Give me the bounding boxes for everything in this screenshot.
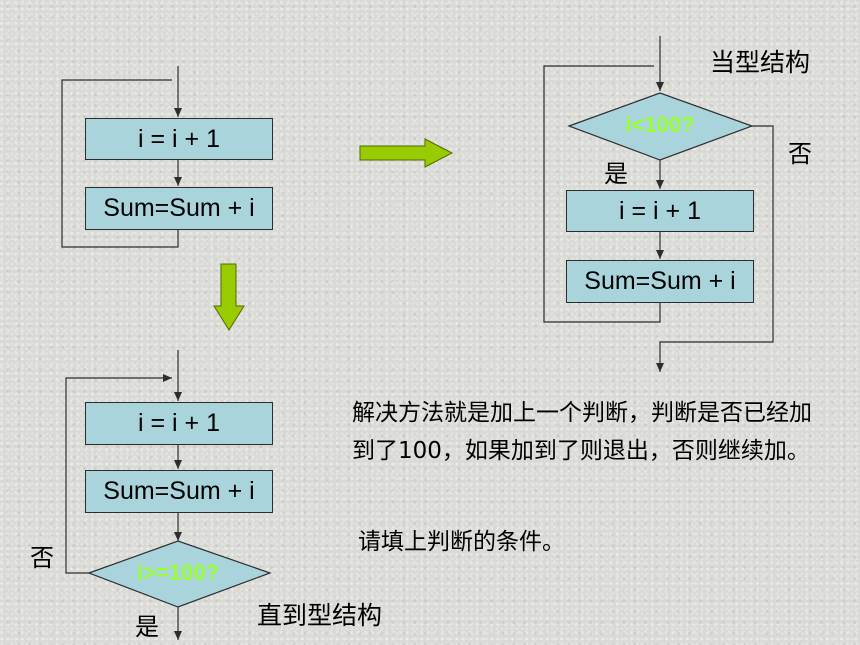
until-loop-connectors [65,350,182,640]
until-step-increment-box: i = i + 1 [85,402,273,445]
until-step-sum-box: Sum=Sum + i [85,470,273,513]
right-arrow-shape [359,138,454,168]
while-yes-label: 是 [604,160,628,188]
down-arrow-shape [213,263,245,331]
until-condition-label: i>=100? [137,560,219,585]
original-step-increment-box: i = i + 1 [85,118,273,160]
original-loop-connectors [61,66,182,248]
while-decision-diamond [567,92,754,161]
until-no-label: 否 [30,544,54,572]
until-decision-diamond [87,540,272,608]
original-step-sum-box: Sum=Sum + i [85,187,273,230]
instruction-text: 请填上判断的条件。 [358,529,565,555]
until-structure-title: 直到型结构 [257,601,383,630]
while-step-sum-box: Sum=Sum + i [566,260,754,303]
while-structure-title: 当型结构 [710,48,811,77]
while-loop-connectors [543,36,774,372]
while-step-increment-box: i = i + 1 [566,190,754,232]
explanation-paragraph: 解决方法就是加上一个判断，判断是否已经加到了100，如果加到了则退出，否则继续加… [352,400,812,464]
while-no-label: 否 [788,140,812,168]
until-yes-label: 是 [135,613,159,641]
while-condition-label: i<100? [625,112,695,137]
